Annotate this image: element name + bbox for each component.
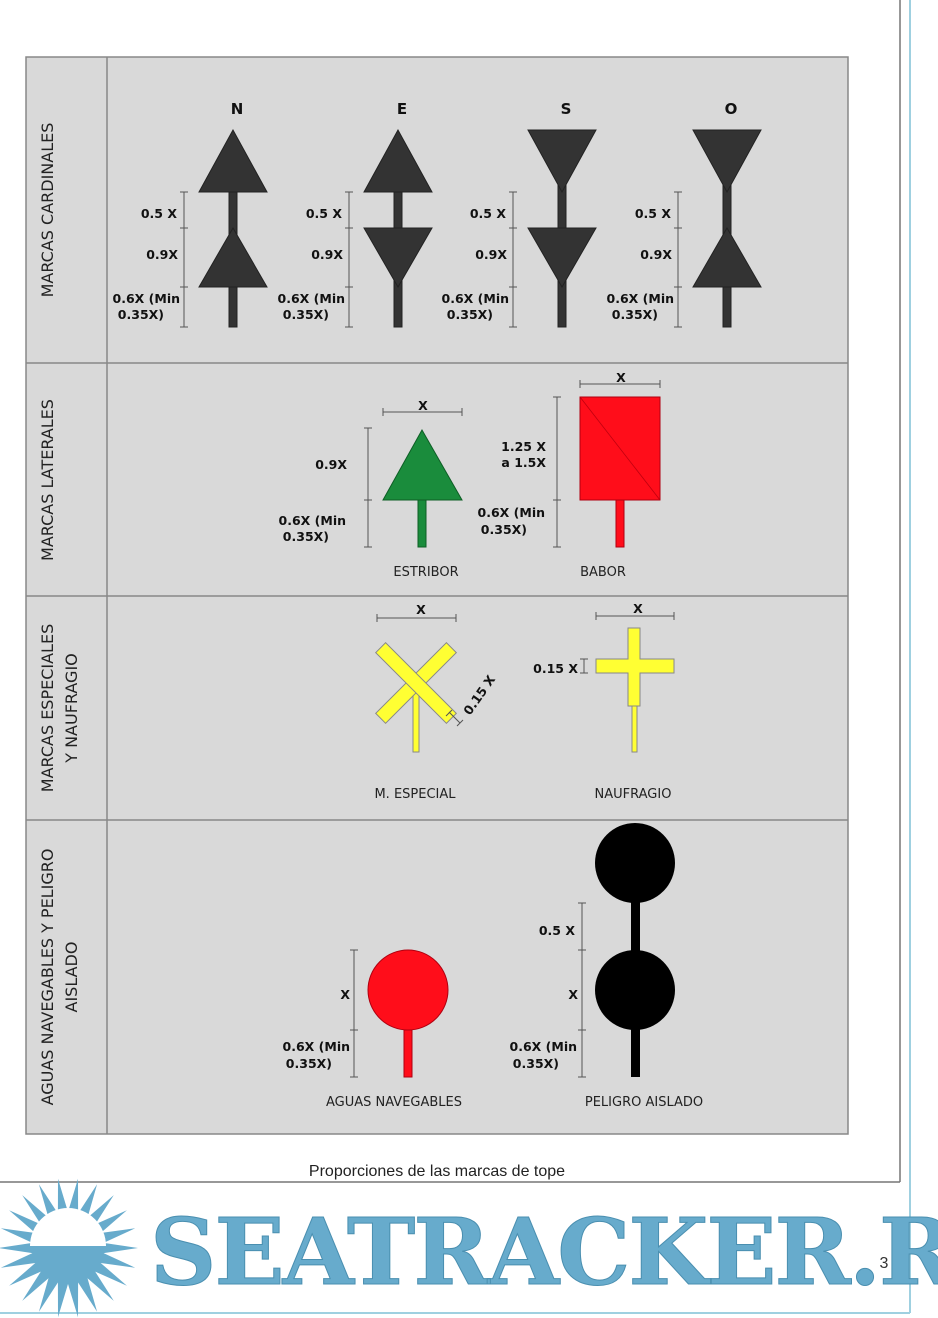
dimension-line (180, 191, 188, 328)
dimension-line (509, 191, 517, 328)
estribor-pole-label-2: 0.35X) (283, 529, 329, 544)
cardinal-shape-label: 0.9X (640, 247, 672, 262)
babor-height-label-1: 1.25 X (501, 439, 546, 454)
naufragio-mark (580, 612, 675, 753)
naufragio-width-label: X (633, 601, 643, 616)
babor-pole-label-2: 0.35X) (481, 522, 527, 537)
cardinal-pole-label-2: 0.35X) (612, 307, 658, 322)
cardinal-bottom-cone (363, 227, 433, 289)
babor-pole-label-1: 0.6X (Min (478, 505, 545, 520)
cardinal-top-cone (692, 129, 762, 194)
especial-caption: M. ESPECIAL (374, 787, 456, 802)
cardinal-top-cone (527, 129, 597, 194)
row-label-aguas: AGUAS NAVEGABLES Y PELIGRO (38, 849, 57, 1106)
cardinal-pole-label-1: 0.6X (Min (442, 291, 509, 306)
dimension-line (674, 191, 682, 328)
aguas-pole-label-2: 0.35X) (286, 1056, 332, 1071)
row-label-naufragio: Y NAUFRAGIO (62, 653, 81, 764)
aguas-x-label: X (340, 987, 350, 1002)
cardinal-gap-label: 0.5 X (470, 206, 506, 221)
especial-width-label: X (416, 602, 426, 617)
cardinal-direction-label: N (231, 100, 244, 118)
proportions-table (25, 56, 849, 1135)
cardinal-gap-label: 0.5 X (306, 206, 342, 221)
estribor-mark (364, 408, 463, 548)
cardinal-bottom-cone (198, 226, 268, 288)
babor-width-label: X (616, 370, 626, 385)
peligro-x-label: X (568, 987, 578, 1002)
cardinal-top-cone (198, 128, 268, 193)
row-label-cardinales: MARCAS CARDINALES (38, 123, 57, 298)
cardinal-shape-label: 0.9X (146, 247, 178, 262)
cardinal-pole-label-2: 0.35X) (447, 307, 493, 322)
row-label-aislado: AISLADO (62, 942, 81, 1013)
naufragio-arm-width-label: 0.15 X (533, 661, 578, 676)
aguas-pole-label-1: 0.6X (Min (283, 1039, 350, 1054)
cardinal-gap-label: 0.5 X (141, 206, 177, 221)
naufragio-caption: NAUFRAGIO (595, 787, 672, 802)
sun-icon (0, 1178, 138, 1318)
peligro-pole-label-1: 0.6X (Min (510, 1039, 577, 1054)
row-label-laterales: MARCAS LATERALES (38, 399, 57, 561)
cardinal-direction-label: O (725, 100, 738, 118)
aguas-navegables-mark (350, 949, 449, 1078)
peligro-aislado-mark (578, 823, 675, 1078)
aguas-caption: AGUAS NAVEGABLES (326, 1095, 462, 1110)
cardinal-top-cone (363, 128, 433, 193)
cardinal-bottom-cone (692, 226, 762, 288)
cardinal-gap-label: 0.5 X (635, 206, 671, 221)
figure-caption: Proporciones de las marcas de tope (309, 1163, 565, 1180)
cardinal-shape-label: 0.9X (311, 247, 343, 262)
cardinal-bottom-cone (527, 227, 597, 289)
peligro-caption: PELIGRO AISLADO (585, 1095, 703, 1110)
cardinal-shape-label: 0.9X (475, 247, 507, 262)
cardinal-pole-label-1: 0.6X (Min (113, 291, 180, 306)
cardinal-pole-label-1: 0.6X (Min (278, 291, 345, 306)
babor-mark (553, 380, 661, 548)
estribor-width-label: X (418, 398, 428, 413)
babor-caption: BABOR (580, 565, 626, 580)
estribor-height-label: 0.9X (315, 457, 347, 472)
cardinal-direction-label: S (561, 100, 572, 118)
row-label-especiales: MARCAS ESPECIALES (38, 624, 57, 792)
page-number: 3 (880, 1255, 889, 1272)
dimension-line (345, 191, 353, 328)
logo-text: SEATRACKER.RU (150, 1198, 938, 1306)
seatracker-logo: SEATRACKER.RU (0, 1178, 938, 1318)
cardinal-pole-label-2: 0.35X) (283, 307, 329, 322)
estribor-caption: ESTRIBOR (393, 565, 458, 580)
cardinal-pole-label-1: 0.6X (Min (607, 291, 674, 306)
peligro-pole-label-2: 0.35X) (513, 1056, 559, 1071)
cardinal-pole-label-2: 0.35X) (118, 307, 164, 322)
cardinal-direction-label: E (397, 100, 407, 118)
estribor-pole-label-1: 0.6X (Min (279, 513, 346, 528)
babor-height-label-2: a 1.5X (501, 455, 546, 470)
peligro-gap-label: 0.5 X (539, 923, 575, 938)
especial-mark (374, 614, 464, 753)
